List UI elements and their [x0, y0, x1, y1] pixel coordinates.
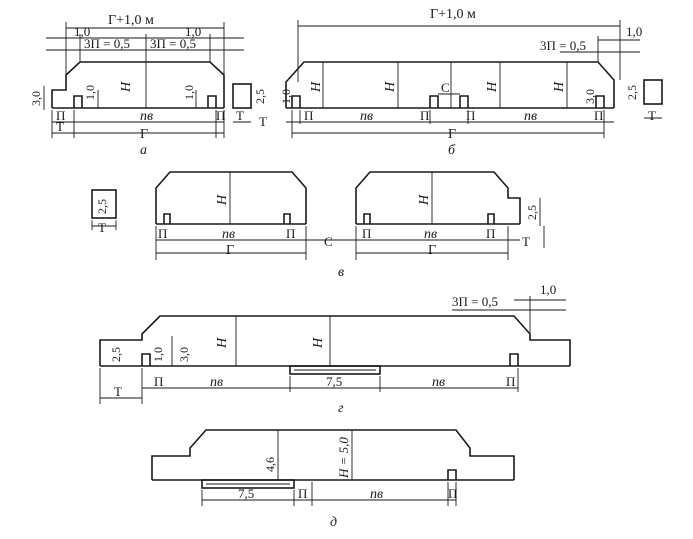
- panel-v-outline-right: [355, 171, 521, 224]
- panel-a-step-right: 1,0: [185, 24, 201, 39]
- panel-g-height-main-2: H: [311, 337, 326, 349]
- panel-a-height-side: 3,0: [29, 91, 43, 106]
- panel-b-zp-right: 3П = 0,5: [540, 38, 586, 53]
- panel-b-height-main-2: H: [383, 81, 398, 93]
- panel-b-step-right: 1,0: [626, 24, 642, 39]
- panel-d-p-1: П: [298, 486, 307, 501]
- panel-g-height-main-1: H: [215, 337, 230, 349]
- panel-b: Г+1,0 м 1,0 3П = 0,5 2,5 2,5 1,0 3,0 H H…: [232, 7, 663, 158]
- panel-a-zp-left: 3П = 0,5: [84, 36, 130, 51]
- panel-b-t-block-right: [643, 79, 663, 105]
- panel-d-pv: пв: [370, 487, 383, 502]
- panel-b-height-main-3: H: [485, 81, 500, 93]
- panel-a-g: Г: [140, 127, 148, 142]
- panel-b-width-total: Г+1,0 м: [430, 7, 476, 22]
- panel-b-pv-left: пв: [360, 109, 373, 124]
- panel-v-height-main-2: H: [417, 194, 432, 206]
- panel-a-p-right: П: [216, 108, 225, 123]
- panel-a-pv: пв: [140, 109, 153, 124]
- panel-v-height-main-1: H: [215, 194, 230, 206]
- panel-b-height-main-4: H: [552, 81, 567, 93]
- panel-a-right-curb: [207, 95, 217, 108]
- panel-g-track-width: 7,5: [326, 374, 342, 389]
- panel-b-caption: б: [448, 143, 456, 158]
- panel-g-p-left: П: [154, 374, 163, 389]
- panel-g-pv-right: пв: [432, 375, 445, 390]
- panel-v-p-3: П: [362, 226, 371, 241]
- panel-a-t-left: Т: [56, 119, 64, 134]
- panel-a-width-total: Г+1,0 м: [108, 13, 154, 28]
- panel-v-pv-2: пв: [424, 227, 437, 242]
- panel-v-pv-1: пв: [222, 227, 235, 242]
- panel-v-p-2: П: [286, 226, 295, 241]
- panel-v-g-1: Г: [226, 243, 234, 258]
- panel-b-height-main-1: H: [309, 81, 324, 93]
- panel-v-height-t-right: 2,5: [525, 205, 539, 220]
- panel-g-p-right: П: [506, 374, 515, 389]
- panel-g-zp-right: 3П = 0,5: [452, 294, 498, 309]
- panel-b-height-small-right: 3,0: [583, 89, 597, 104]
- panel-a-p-left: П: [56, 108, 65, 123]
- panel-b-t-left: Т: [259, 114, 267, 129]
- panel-d-track: [201, 479, 295, 489]
- panel-v-p-4: П: [486, 226, 495, 241]
- panel-g-pv-left: пв: [210, 375, 223, 390]
- panel-b-c: С: [441, 80, 450, 95]
- panel-g: 1,0 3П = 0,5 2,5 1,0 3,0 H H Т П П пв пв…: [99, 282, 571, 416]
- panel-b-p-3: П: [466, 108, 475, 123]
- panel-g-t-left: Т: [114, 384, 122, 399]
- panel-b-t-right: Т: [648, 108, 656, 123]
- panel-d-outline: [151, 429, 515, 480]
- panel-b-height-t-right: 2,5: [625, 85, 639, 100]
- panel-a-left-curb: [73, 95, 83, 108]
- panel-d: 4,6 H = 5,0 7,5 П П пв д: [151, 429, 515, 530]
- panel-b-t-block-left: [232, 83, 252, 109]
- panel-a: Г+1,0 м 1,0 1,0 3П = 0,5 3П = 0,5 3,0 1,…: [29, 13, 244, 158]
- panel-g-height-t: 2,5: [109, 347, 123, 362]
- panel-b-height-t-left: 2,5: [253, 89, 267, 104]
- panel-d-track-width: 7,5: [238, 486, 254, 501]
- panel-b-g: Г: [448, 127, 456, 142]
- panel-v-p-1: П: [158, 226, 167, 241]
- panel-a-height-small-left: 1,0: [83, 85, 97, 100]
- panel-d-height-inner: 4,6: [263, 457, 277, 472]
- panel-g-height-small: 1,0: [151, 347, 165, 362]
- panel-v-g-2: Г: [428, 243, 436, 258]
- panel-d-height-main: H = 5,0: [336, 437, 351, 479]
- panel-g-height-side: 3,0: [177, 347, 191, 362]
- panel-v-outline-left: [155, 171, 307, 224]
- panel-d-caption: д: [330, 515, 337, 530]
- panel-v-c: С: [324, 234, 333, 249]
- panel-v: 2,5 Т H H 2,5 П П П П пв пв С Т Г: [91, 171, 545, 280]
- panel-b-t-top-left: Т: [236, 108, 244, 123]
- panel-a-caption: а: [140, 143, 147, 158]
- panel-b-p-4: П: [594, 108, 603, 123]
- panel-v-t-right: Т: [522, 234, 530, 249]
- panel-g-track: [289, 365, 381, 375]
- panel-b-p-1: П: [304, 108, 313, 123]
- panel-b-pv-right: пв: [524, 109, 537, 124]
- panel-a-height-main: H: [119, 81, 134, 93]
- panel-v-t-left: Т: [98, 220, 106, 235]
- panel-v-height-t-left: 2,5: [95, 199, 109, 214]
- panel-v-caption: в: [338, 265, 344, 280]
- panel-g-step-right: 1,0: [540, 282, 556, 297]
- panel-b-height-small-left: 1,0: [279, 89, 293, 104]
- panel-a-height-small-right: 1,0: [182, 85, 196, 100]
- panel-a-outline: [51, 61, 225, 108]
- panel-a-step-left: 1,0: [74, 24, 90, 39]
- panel-g-caption: г: [338, 401, 344, 416]
- panel-d-p-2: П: [448, 486, 457, 501]
- panel-b-p-2: П: [420, 108, 429, 123]
- panel-v-t-block: [91, 189, 117, 219]
- panel-a-zp-right: 3П = 0,5: [150, 36, 196, 51]
- panel-g-outline: [99, 315, 571, 366]
